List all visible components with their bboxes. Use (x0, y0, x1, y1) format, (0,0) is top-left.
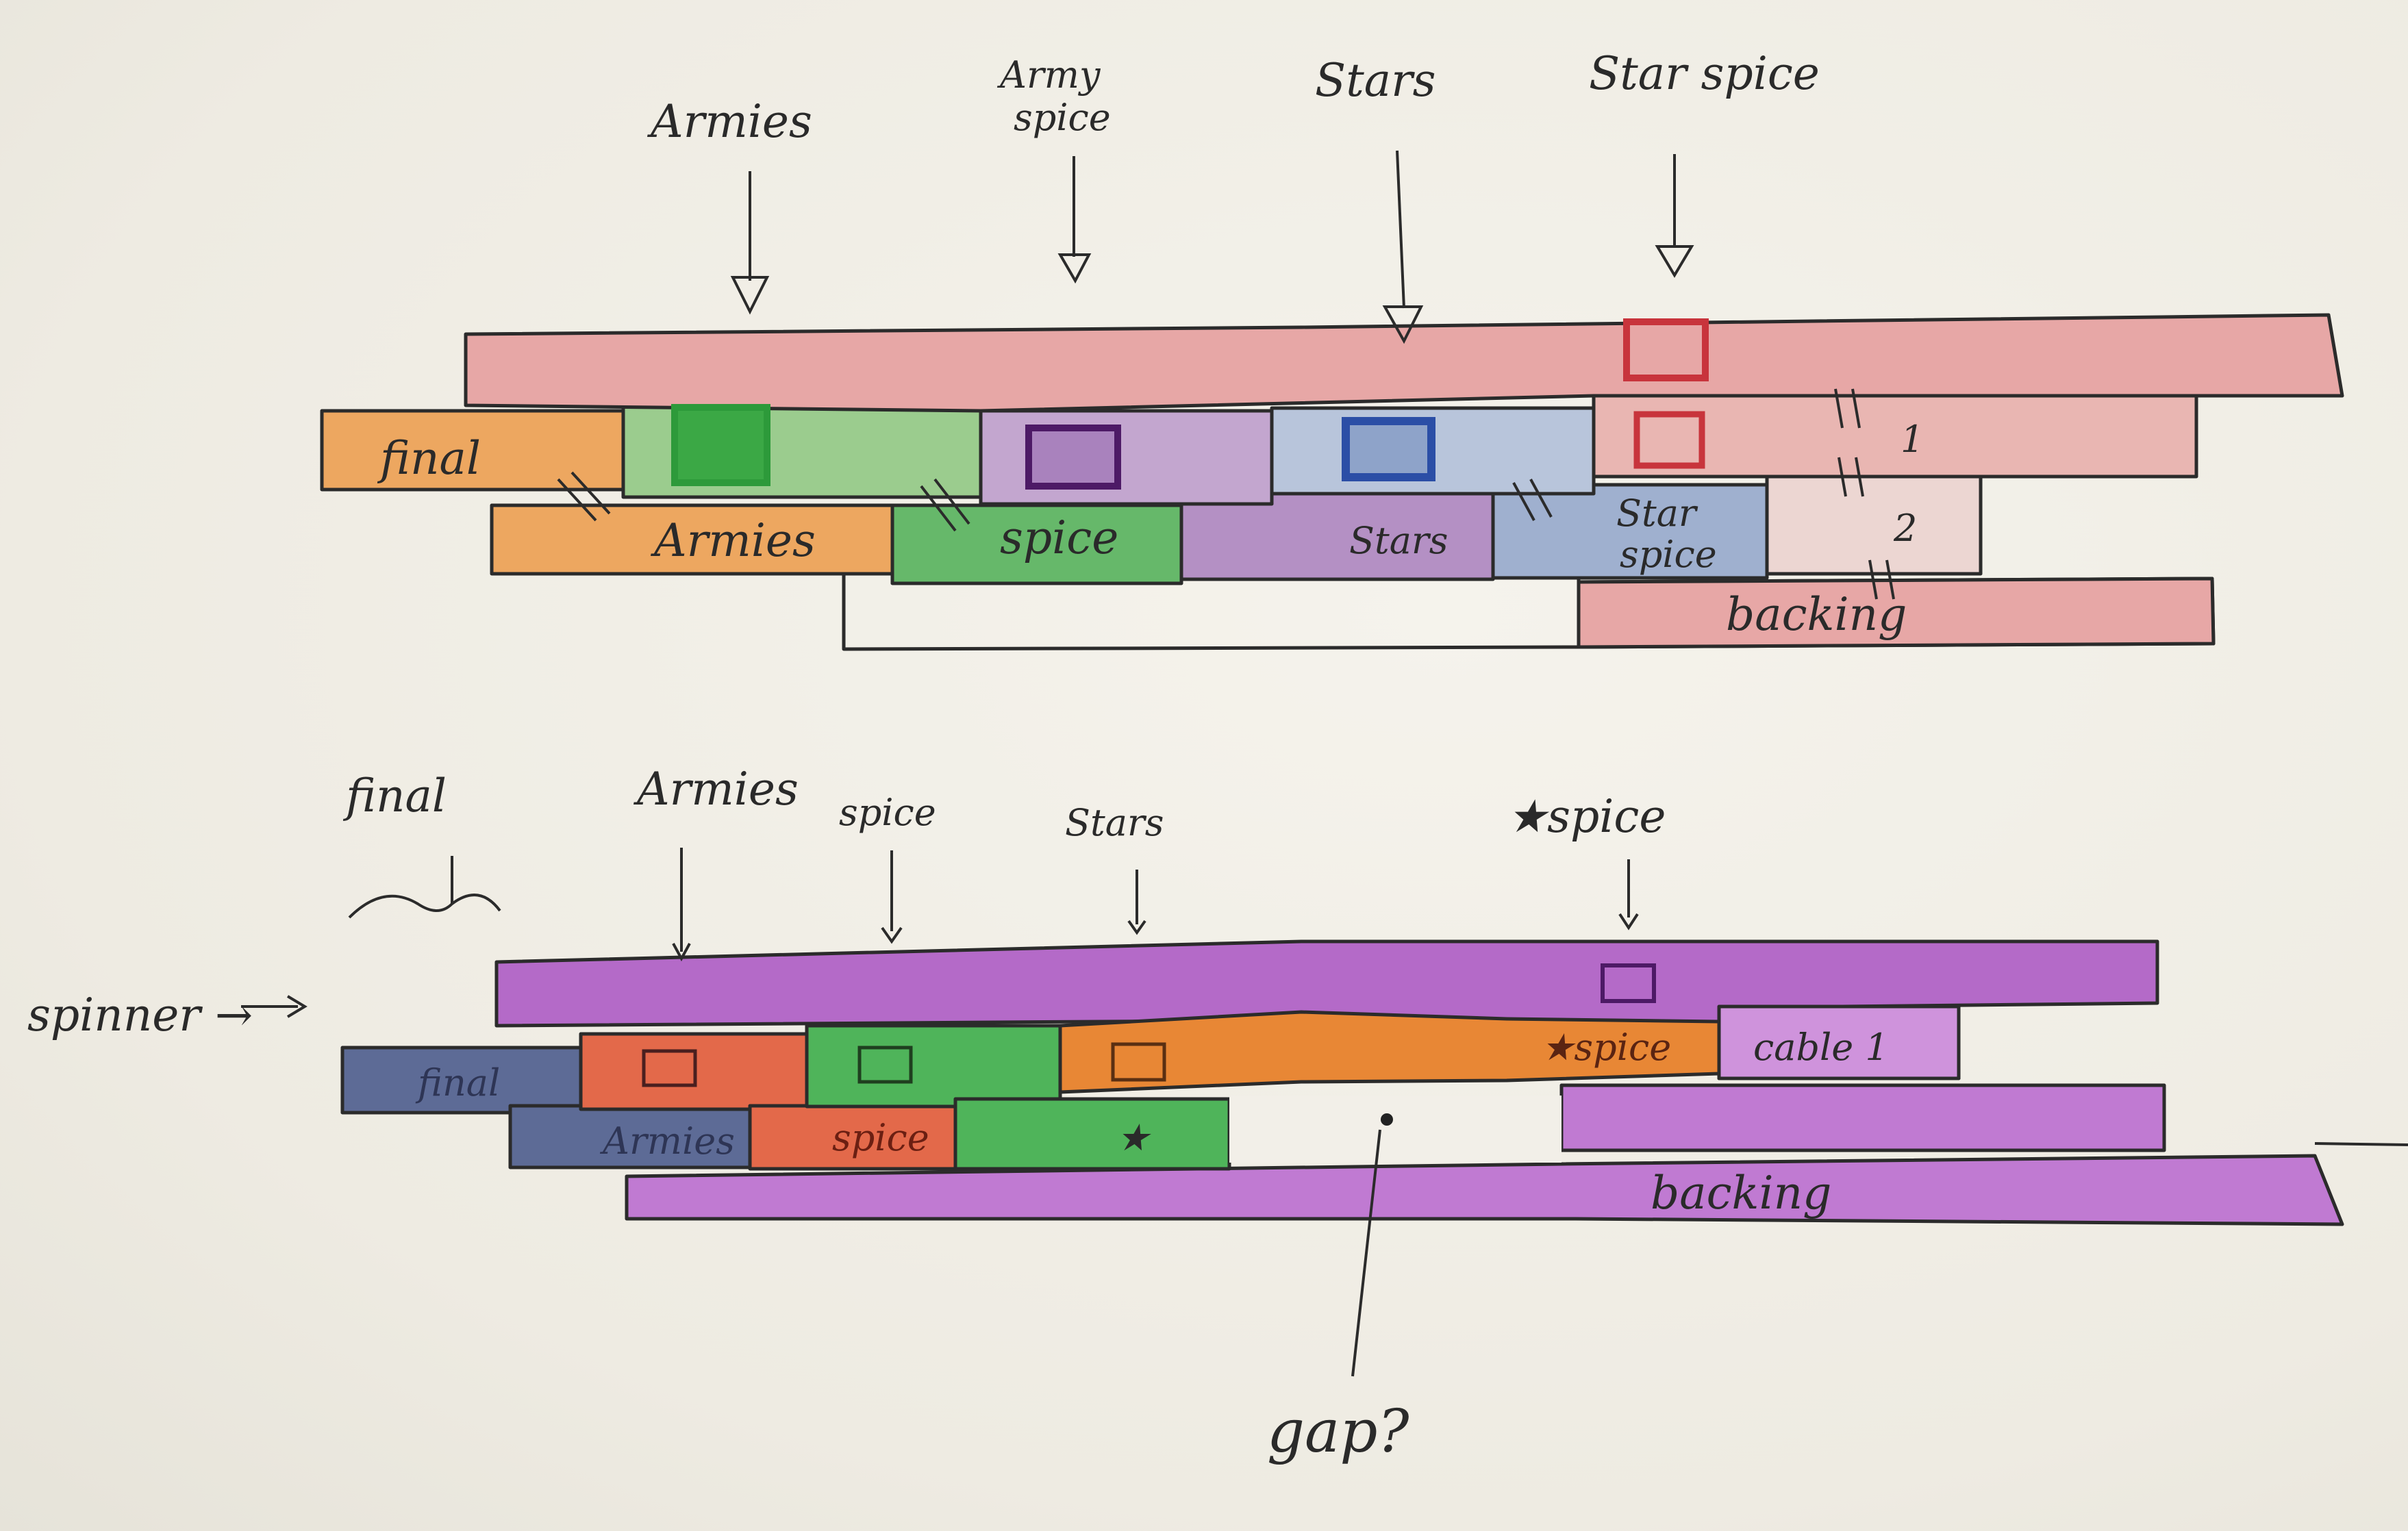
top-arrow-army-spice (1060, 255, 1089, 281)
top-strip-label-armies: Armies (650, 514, 816, 567)
top-strip-label-backing: backing (1726, 588, 1907, 641)
top-purple-square (1029, 428, 1118, 486)
top-pointer-arrows (733, 151, 1692, 341)
bottom-spice-upper-strip (807, 1026, 1060, 1106)
top-label-stars: Stars (1315, 54, 1436, 107)
bottom-cable-lower-strip (1562, 1085, 2164, 1150)
top-cable-2-strip (1767, 471, 1981, 574)
top-army-spice-upper-strip (981, 411, 1272, 504)
top-strip-label-spice: spice (1000, 511, 1118, 564)
bottom-label-armies: Armies (633, 763, 799, 815)
bottom-final-squiggle (349, 856, 500, 918)
top-label-army-spice-line2: spice (1014, 96, 1111, 139)
bottom-strip-label-backing: backing (1651, 1167, 1831, 1219)
bottom-strip-label-star: ★ (1116, 1116, 1151, 1159)
bottom-label-spinner: spinner → (27, 989, 253, 1041)
top-strip-label-final: final (377, 432, 481, 485)
top-strip-label-stars: Stars (1349, 519, 1448, 562)
top-strip-label-cable-2: 2 (1893, 507, 1917, 550)
bottom-star-strip (955, 1099, 1229, 1169)
top-green-square (675, 407, 767, 483)
bottom-label-star-spice: ★spice (1507, 790, 1666, 843)
top-strip-label-cable-1: 1 (1901, 418, 1924, 461)
top-blue-square (1346, 421, 1431, 477)
bottom-strip-label-spice: spice (832, 1116, 929, 1159)
bottom-label-gap: gap? (1267, 1397, 1409, 1466)
top-strip-label-star-spice-1: Star (1616, 492, 1698, 535)
top-diagram: Armies Army spice Stars Star spice final… (322, 47, 2342, 649)
bottom-strip-label-armies: Armies (599, 1119, 735, 1163)
bottom-diagram: final Armies spice Stars ★spice spinner … (27, 763, 2408, 1466)
top-label-army-spice-line1: Army (996, 53, 1101, 97)
bottom-strip-label-star-spice: ★spice (1541, 1026, 1671, 1069)
bottom-gap-region (1229, 1096, 1562, 1163)
top-label-star-spice: Star spice (1589, 47, 1820, 100)
bottom-label-stars: Stars (1065, 801, 1164, 844)
bottom-backing-tail (2315, 1143, 2408, 1145)
top-red-strip (466, 315, 2342, 411)
bottom-strip-label-final: final (415, 1061, 500, 1104)
top-strip-label-star-spice-2: spice (1620, 533, 1717, 576)
top-arrow-armies (733, 277, 767, 312)
bottom-gap-dot (1381, 1113, 1393, 1126)
top-label-armies: Armies (647, 95, 812, 148)
bottom-strip-label-cable: cable 1 (1753, 1026, 1889, 1069)
bottom-label-final: final (342, 770, 447, 822)
top-arrow-star-spice (1657, 246, 1692, 275)
bottom-label-spice: spice (839, 791, 936, 834)
